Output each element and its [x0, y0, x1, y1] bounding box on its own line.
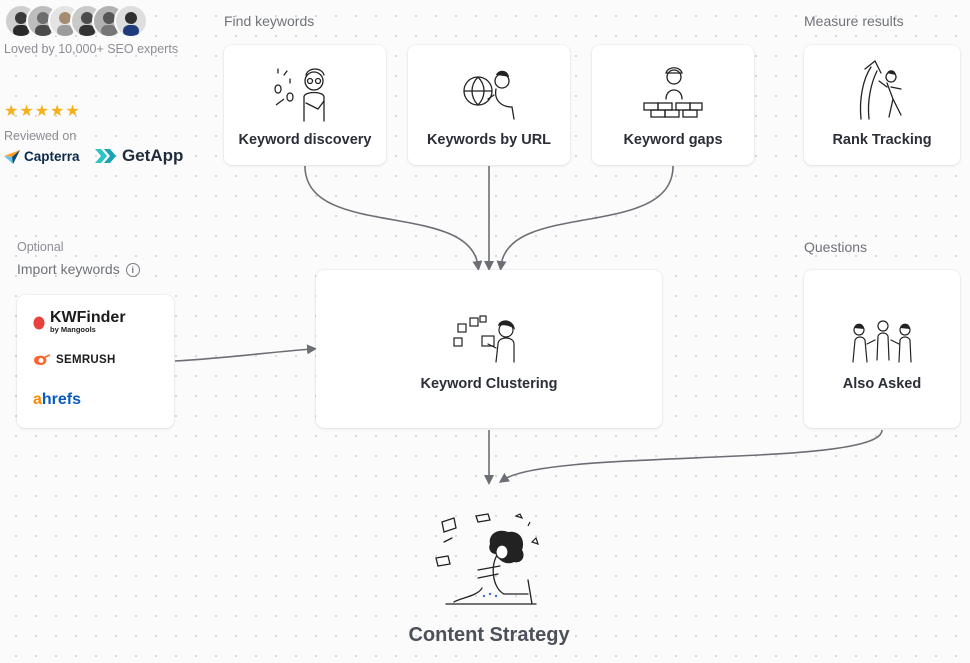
rating-stars: ★ ★ ★ ★ ★	[4, 104, 80, 120]
kwfinder-sub-label: by Mangools	[50, 325, 96, 334]
card-label: Keyword Clustering	[420, 376, 558, 392]
card-keyword-gaps[interactable]: Keyword gaps	[592, 45, 754, 165]
loved-by-text: Loved by 10,000+ SEO experts	[4, 42, 179, 56]
card-label: Also Asked	[842, 376, 922, 392]
card-label: Keywords by URL	[426, 132, 552, 148]
reviewed-on-text: Reviewed on	[4, 129, 77, 143]
star-icon: ★	[4, 103, 19, 120]
info-icon[interactable]: i	[125, 263, 140, 277]
ahrefs-label-a: a	[33, 391, 42, 408]
kwfinder-logo[interactable]: KWFinder by Mangools	[33, 309, 126, 334]
people-talking-illustration	[852, 320, 912, 363]
expert-avatars	[4, 4, 148, 38]
semrush-icon	[34, 354, 51, 365]
card-label: Keyword discovery	[238, 132, 372, 148]
arrow-gaps-to-clustering	[496, 165, 674, 271]
star-icon: ★	[65, 103, 80, 120]
import-tools-card[interactable]: KWFinder by Mangools SEMRUSH ahrefs	[17, 295, 174, 428]
ahrefs-logo[interactable]: ahrefs	[33, 391, 81, 409]
kwfinder-icon	[33, 316, 45, 329]
content-strategy-title: Content Strategy	[408, 624, 570, 646]
avatar	[114, 4, 148, 38]
card-label: Keyword gaps	[623, 132, 723, 148]
card-keyword-discovery[interactable]: Keyword discovery	[224, 45, 386, 165]
ahrefs-label-rest: hrefs	[41, 391, 82, 408]
rising-arrow-illustration	[859, 59, 902, 120]
section-import-keywords: Import keywords i	[17, 261, 140, 277]
getapp-logo[interactable]: GetApp	[95, 146, 183, 166]
clustering-illustration	[453, 315, 515, 363]
import-keywords-label: Import keywords	[17, 261, 120, 277]
content-strategy-illustration	[435, 513, 539, 605]
card-rank-tracking[interactable]: Rank Tracking	[804, 45, 960, 165]
card-also-asked[interactable]: Also Asked	[804, 270, 960, 428]
optional-label: Optional	[17, 240, 64, 254]
star-icon: ★	[50, 103, 65, 120]
globe-person-illustration	[463, 70, 515, 120]
getapp-label: GetApp	[122, 146, 184, 165]
section-measure-results: Measure results	[804, 13, 904, 29]
ahrefs-label: ahrefs	[33, 391, 81, 409]
section-find-keywords: Find keywords	[224, 13, 315, 29]
getapp-icon	[95, 149, 116, 163]
semrush-label: SEMRUSH	[56, 354, 116, 366]
arrow-questions-to-strategy	[498, 429, 883, 483]
star-icon: ★	[19, 103, 34, 120]
card-keyword-clustering[interactable]: Keyword Clustering	[316, 270, 662, 428]
capterra-icon	[4, 149, 20, 164]
arrow-import-to-clustering	[174, 344, 317, 362]
arrow-discovery-to-clustering	[304, 165, 483, 271]
card-keywords-by-url[interactable]: Keywords by URL	[408, 45, 570, 165]
capterra-label: Capterra	[24, 149, 80, 164]
kwfinder-label: KWFinder	[50, 309, 126, 326]
builder-bricks-illustration	[643, 67, 703, 118]
card-label: Rank Tracking	[832, 132, 932, 148]
semrush-logo[interactable]: SEMRUSH	[33, 354, 116, 366]
star-icon: ★	[34, 103, 50, 120]
capterra-logo[interactable]: Capterra	[4, 149, 80, 164]
person-ideas-illustration	[274, 68, 325, 122]
section-questions: Questions	[804, 239, 868, 255]
